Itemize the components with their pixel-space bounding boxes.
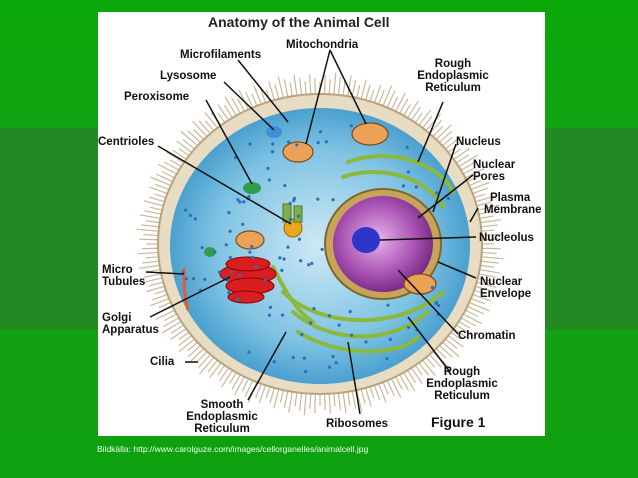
label-rough-er-bottom: Rough Endoplasmic Reticulum (416, 366, 508, 402)
label-micro-tubules-line-1: Micro (102, 264, 133, 276)
label-lysosome: Lysosome (160, 70, 217, 82)
label-nucleolus: Nucleolus (479, 232, 534, 244)
diagram-panel: Anatomy of the Animal Cell Microfilament… (98, 12, 545, 436)
label-rough-er-top-line-1: Rough (434, 58, 472, 70)
label-rough-er-top-line-3: Reticulum (425, 82, 481, 94)
label-mitochondria: Mitochondria (286, 39, 359, 51)
slide-background-left-block (0, 128, 98, 328)
label-peroxisome: Peroxisome (124, 91, 190, 103)
label-chromatin: Chromatin (458, 330, 516, 342)
label-smooth-er-line-3: Reticulum (194, 423, 250, 435)
label-micro-tubules-line-2: Tubules (102, 276, 146, 288)
nucleus (333, 196, 433, 292)
label-smooth-er-line-1: Smooth (200, 399, 244, 411)
label-golgi-line-1: Golgi (102, 312, 132, 324)
label-nuclear-pores-line-2: Pores (473, 171, 505, 183)
lysosome (266, 126, 282, 138)
label-rough-er-top-line-2: Endoplasmic (417, 70, 489, 82)
label-smooth-er: Smooth Endoplasmic Reticulum (178, 399, 266, 435)
label-centrioles: Centrioles (98, 136, 155, 148)
label-rough-er-bottom-line-3: Reticulum (434, 390, 490, 402)
label-nuclear-pores: Nuclear Pores (473, 159, 515, 183)
peroxisome-small (204, 247, 216, 257)
label-cilia: Cilia (150, 356, 175, 368)
cilia-fringe (136, 72, 504, 416)
nucleolus (352, 227, 380, 253)
label-nuclear-envelope-line-2: Envelope (480, 288, 532, 300)
image-source-caption: Bildkälla: http://www.carolguze.com/imag… (97, 444, 369, 454)
figure-label: Figure 1 (431, 414, 486, 430)
slide-background-right-block (544, 128, 638, 328)
label-nuclear-envelope-line-1: Nuclear (480, 276, 523, 288)
leader-lines (145, 49, 479, 415)
animal-cell-diagram (136, 49, 504, 416)
label-ribosomes: Ribosomes (326, 418, 388, 430)
diagram-title: Anatomy of the Animal Cell (208, 14, 390, 30)
label-smooth-er-line-2: Endoplasmic (186, 411, 258, 423)
label-nuclear-envelope: Nuclear Envelope (480, 276, 531, 300)
label-rough-er-top: Rough Endoplasmic Reticulum (405, 58, 501, 94)
label-rough-er-bottom-line-2: Endoplasmic (426, 378, 498, 390)
label-plasma-membrane-line-1: Plasma (490, 192, 531, 204)
rough-er-strands (271, 154, 455, 354)
label-golgi-apparatus: Golgi Apparatus (102, 312, 159, 336)
label-microfilaments: Microfilaments (180, 49, 262, 61)
label-plasma-membrane-line-2: Membrane (484, 204, 542, 216)
peroxisome (243, 182, 261, 194)
label-rough-er-bottom-line-1: Rough (443, 366, 481, 378)
label-plasma-membrane: Plasma Membrane (484, 192, 542, 216)
label-micro-tubules: Micro Tubules (102, 264, 145, 288)
label-golgi-line-2: Apparatus (102, 324, 159, 336)
label-nucleus: Nucleus (456, 136, 501, 148)
centrioles (282, 203, 303, 238)
label-nuclear-pores-line-1: Nuclear (473, 159, 516, 171)
